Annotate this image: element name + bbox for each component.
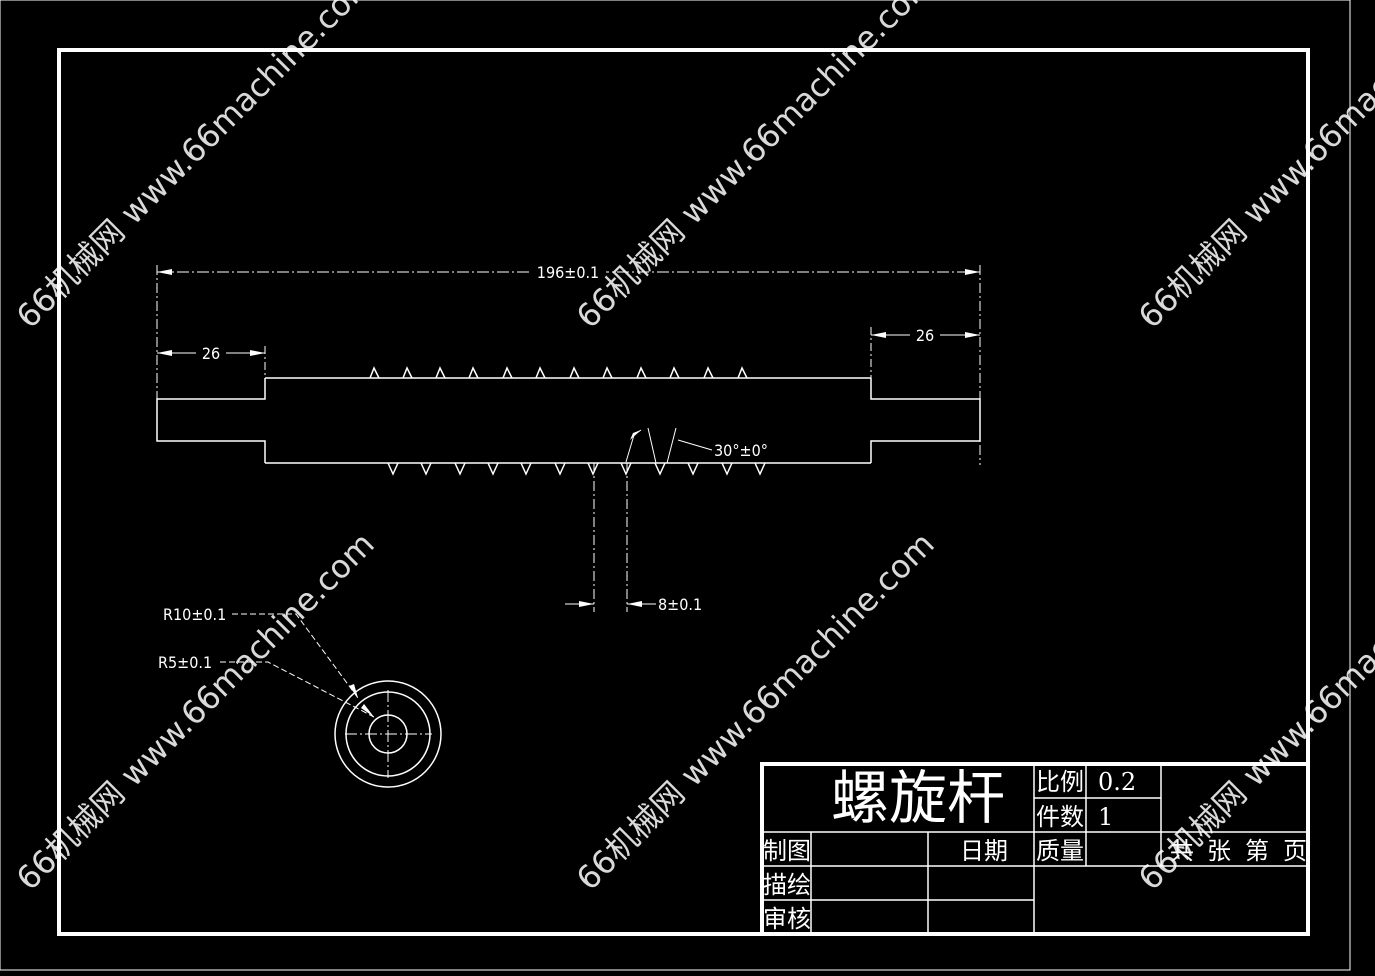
mask-left-26 (196, 343, 226, 363)
tb-count-value: 1 (1098, 803, 1113, 831)
top-thread-teeth (369, 366, 748, 379)
dim-outer-radius: R10±0.1 (163, 605, 226, 624)
tb-mass-label: 质量 (1036, 837, 1084, 865)
dim-inner-radius: R5±0.1 (158, 653, 212, 672)
tb-date-label: 日期 (960, 837, 1008, 865)
tb-number-label: 第 (1245, 837, 1269, 865)
tb-page-label: 页 (1283, 837, 1307, 865)
left-end-outline (156, 378, 266, 463)
angle-ext-2 (666, 427, 677, 464)
arrow-left-shoulder-a (157, 350, 172, 356)
tb-scale-label: 比例 (1036, 768, 1084, 796)
dim-left-shoulder: 26 (202, 344, 220, 363)
tb-scale-value: 0.2 (1098, 768, 1136, 796)
arrow-overall-right (965, 269, 980, 275)
tb-part-title: 螺旋杆 (831, 764, 1005, 832)
arrow-outer-radius (349, 684, 358, 698)
arrow-pitch-right (627, 601, 642, 607)
leader-inner-radius (220, 661, 375, 718)
sheet-outer-border (0, 0, 1351, 971)
arrow-left-shoulder-b (250, 350, 265, 356)
screw-front-view (156, 366, 981, 476)
arrow-right-shoulder-b (965, 332, 980, 338)
dim-pitch: 8±0.1 (658, 595, 702, 614)
tb-sheets-label: 张 (1207, 837, 1231, 865)
arrowheads (157, 269, 980, 607)
right-end-outline (870, 378, 981, 463)
arrow-right-shoulder-a (871, 332, 886, 338)
arrow-angle (630, 430, 641, 440)
mask-overall (530, 262, 606, 282)
drawing-frame (57, 48, 1310, 936)
dim-right-shoulder: 26 (916, 326, 934, 345)
screw-end-view (220, 613, 442, 788)
tb-count-label: 件数 (1036, 803, 1084, 831)
tb-drawn-label: 制图 (763, 837, 811, 865)
mask-right-26 (910, 325, 940, 345)
angle-leader-text (677, 439, 713, 451)
title-block (760, 762, 1310, 936)
arrow-inner-radius (361, 704, 374, 717)
arrow-overall-left (157, 269, 172, 275)
angle-ext-1 (647, 427, 657, 464)
tb-traced-label: 描绘 (763, 871, 811, 899)
end-view-outer-circle (334, 680, 442, 788)
arrow-pitch-left (579, 601, 594, 607)
tb-total-label: 共 (1170, 837, 1194, 865)
bottom-thread-teeth (387, 462, 766, 476)
dim-thread-angle: 30°±0° (714, 441, 768, 460)
title-block-frame (760, 762, 1310, 936)
leader-outer-radius (232, 613, 359, 699)
dim-overall-length: 196±0.1 (537, 263, 599, 282)
tb-checked-label: 审核 (763, 905, 811, 933)
